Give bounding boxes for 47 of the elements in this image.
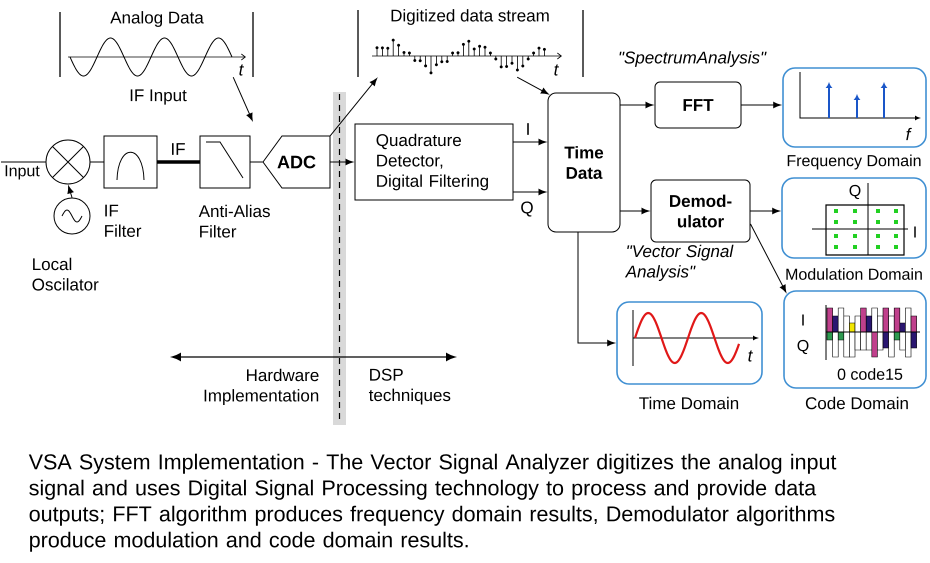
arrow [741,102,781,108]
signal-label: IF Input [130,89,187,105]
block-caption: Local Oscilator [32,258,98,291]
process-box: Quadrature Detector, Digital Filtering [354,124,514,200]
arrow [330,158,353,166]
region-label: DSP techniques [368,368,450,404]
block-caption: Frequency Domain [788,154,921,170]
arrow [330,78,378,136]
axis-label: Q [798,340,808,354]
axis-label: t [239,64,244,76]
caption: VSA System Implementation - The Vector Signal Analyzer digitizes the analog input signal and uses Digital Signal Processing technology to process and provide data outputs; FFT algorithm produces frequency domain results, Demodulator algorithms produce modulation and code domain results. [28,454,836,552]
block-caption: Code Domain [806,396,908,410]
edge-label: I [524,122,532,136]
arrow [750,208,780,214]
edge-label: Q [519,200,535,218]
axis-label: t [554,64,559,76]
axis-label: f [906,128,912,140]
axis-label: I [914,226,916,238]
arrow [516,76,549,94]
region-label: Hardware Implementation [204,368,319,405]
arrow [232,76,253,121]
arrow [750,224,786,292]
arrow [620,208,650,214]
edge-label: IF [169,142,187,156]
panel-title: Digitized data stream [392,9,549,25]
block-caption: IF Filter [105,204,142,237]
arrow [513,188,546,196]
annotation: "SpectrumAnalysis" [620,51,767,67]
axis-label: 0 code15 [838,368,902,380]
process-box: Time Data [548,92,620,232]
axis-label: I [802,314,804,326]
axis-label: t [748,350,753,362]
block-caption: Time Domain [639,396,738,410]
connector-line [158,160,200,164]
block-caption: Anti-Alias Filter [198,204,270,238]
process-box: Demod- ulator [650,180,750,242]
input-label: Input [6,165,40,180]
arrow [513,138,546,146]
axis-label: Q [850,184,860,200]
arrow [578,232,615,346]
annotation: "Vector Signal Analysis" [624,244,734,281]
process-box: FFT [654,82,742,128]
arrow [620,102,654,108]
block-caption: Modulation Domain [786,268,922,280]
mixer-symbol [46,140,90,184]
arrow [68,186,74,198]
panel-title: Analog Data [110,11,204,27]
